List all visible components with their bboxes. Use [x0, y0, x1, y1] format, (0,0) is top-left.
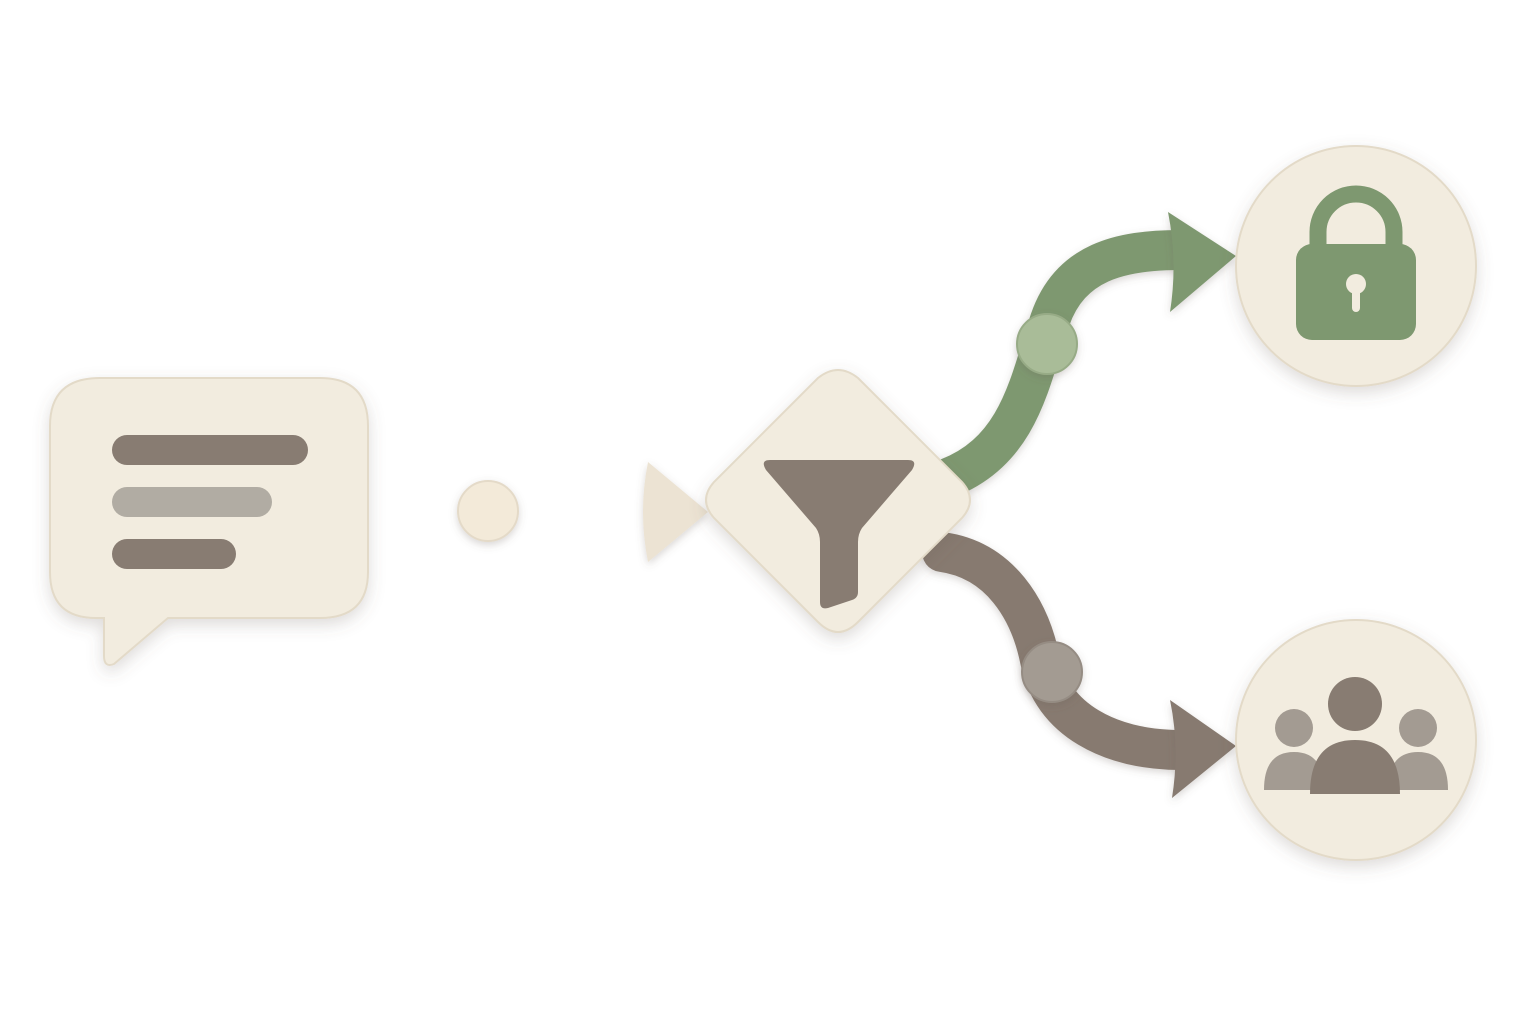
edge-filter-to-group — [922, 532, 1236, 798]
people-group-icon — [1264, 677, 1448, 794]
funnel-icon — [763, 460, 915, 609]
chat-bubble-icon — [112, 435, 308, 569]
node-message — [49, 377, 369, 666]
arrowhead — [643, 462, 708, 562]
text-line-1 — [112, 435, 308, 465]
arrowhead-green — [1168, 212, 1236, 312]
connector-joint-green — [1016, 313, 1078, 375]
padlock-icon — [1296, 185, 1416, 340]
connector-joint-taupe — [1021, 641, 1083, 703]
edge-message-to-filter — [347, 462, 708, 562]
node-private — [1235, 145, 1477, 387]
connector-joint — [457, 480, 519, 542]
circle-card-people — [1235, 619, 1477, 861]
node-group — [1235, 619, 1477, 861]
edge-filter-to-private — [928, 212, 1236, 498]
arrowhead-taupe — [1170, 700, 1236, 798]
text-line-3 — [112, 539, 236, 569]
speech-bubble-shape — [49, 377, 369, 666]
text-line-2 — [112, 487, 272, 517]
